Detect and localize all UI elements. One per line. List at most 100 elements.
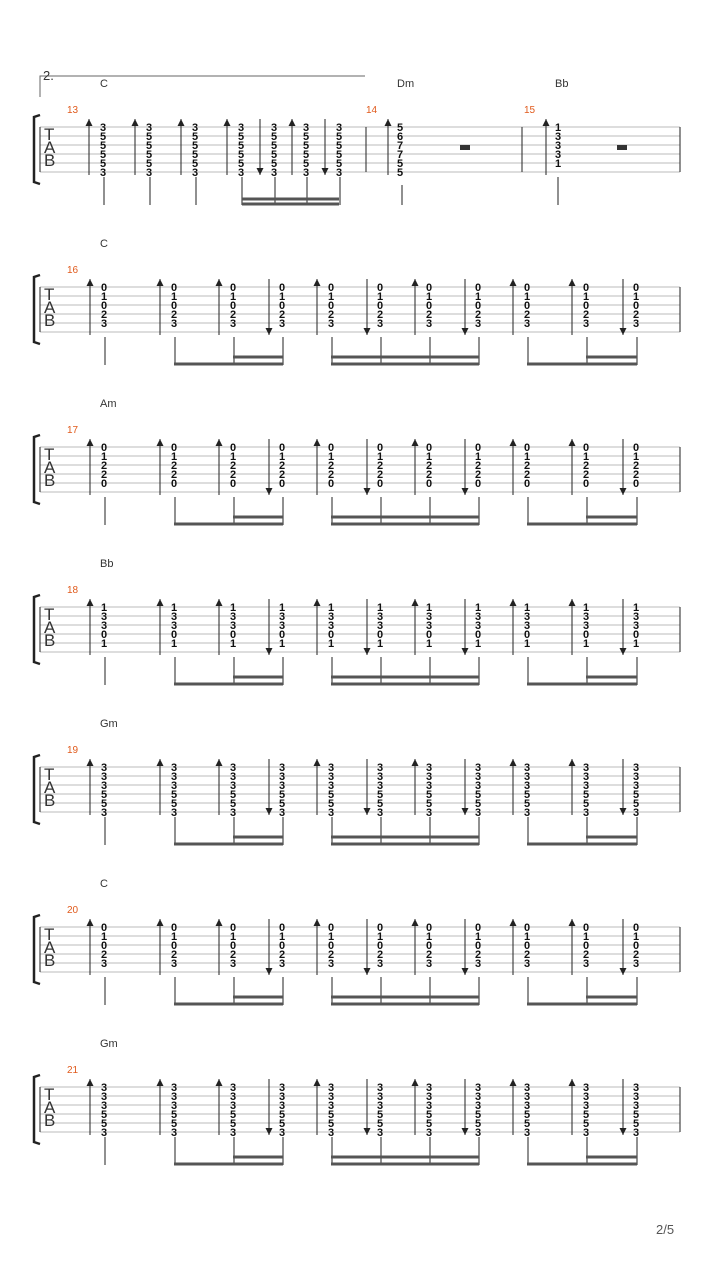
fret-number: 1 (583, 291, 589, 303)
fret-number: 3 (583, 780, 589, 792)
strum-down-arrow (265, 488, 273, 495)
fret-number: 2 (101, 309, 107, 321)
fret-number: 5 (475, 1109, 481, 1121)
fret-number: 1 (426, 931, 432, 943)
fret-number: 0 (279, 629, 285, 641)
strum-up-arrow (411, 759, 419, 766)
system-bracket (32, 913, 41, 986)
fret-number: 2 (426, 949, 432, 961)
fret-number: 3 (101, 780, 107, 792)
fret-number: 1 (101, 451, 107, 463)
fret-number: 3 (475, 611, 481, 623)
fret-number: 2 (475, 460, 481, 472)
fret-number: 3 (524, 780, 530, 792)
fret-number: 1 (377, 602, 383, 614)
strum-down-arrow (619, 808, 627, 815)
fret-number: 3 (475, 1127, 481, 1139)
strum-up-arrow (86, 759, 94, 766)
tab-clef-t: T (44, 445, 54, 464)
fret-number: 1 (377, 638, 383, 650)
measure-number: 19 (67, 745, 79, 756)
fret-number: 0 (426, 442, 432, 454)
tab-clef-a: A (44, 618, 56, 637)
fret-number: 0 (171, 940, 177, 952)
fret-number: 0 (633, 300, 639, 312)
fret-number: 0 (524, 922, 530, 934)
fret-number: 1 (230, 602, 236, 614)
fret-number: 3 (328, 1100, 334, 1112)
fret-number: 3 (426, 620, 432, 632)
strum-up-arrow (86, 279, 94, 286)
fret-number: 3 (146, 167, 152, 179)
fret-number: 3 (238, 122, 244, 134)
fret-number: 0 (230, 442, 236, 454)
fret-number: 0 (583, 442, 589, 454)
fret-number: 1 (279, 931, 285, 943)
fret-number: 3 (279, 1127, 285, 1139)
tab-clef-b: B (44, 471, 55, 490)
page-number: 2/5 (656, 1222, 675, 1237)
fret-number: 3 (171, 1082, 177, 1094)
fret-number: 2 (279, 460, 285, 472)
fret-number: 5 (303, 158, 309, 170)
strum-up-arrow (568, 439, 576, 446)
strum-down-arrow (461, 808, 469, 815)
fret-number: 1 (475, 291, 481, 303)
fret-number: 2 (475, 309, 481, 321)
fret-number: 0 (633, 478, 639, 490)
fret-number: 2 (475, 469, 481, 481)
strum-down-arrow (265, 808, 273, 815)
fret-number: 0 (279, 282, 285, 294)
fret-number: 0 (101, 940, 107, 952)
fret-number: 3 (230, 780, 236, 792)
half-rest (460, 145, 470, 150)
fret-number: 1 (524, 291, 530, 303)
fret-number: 5 (524, 789, 530, 801)
fret-number: 0 (328, 922, 334, 934)
half-rest (617, 145, 627, 150)
fret-number: 1 (101, 602, 107, 614)
fret-number: 3 (328, 1082, 334, 1094)
fret-number: 1 (475, 931, 481, 943)
fret-number: 2 (171, 460, 177, 472)
strum-up-arrow (313, 759, 321, 766)
fret-number: 5 (633, 1118, 639, 1130)
fret-number: 3 (171, 958, 177, 970)
fret-number: 5 (230, 798, 236, 810)
fret-number: 3 (328, 807, 334, 819)
fret-number: 5 (377, 798, 383, 810)
fret-number: 0 (328, 442, 334, 454)
fret-number: 1 (524, 602, 530, 614)
measure-number: 16 (67, 265, 79, 276)
fret-number: 0 (279, 478, 285, 490)
fret-number: 3 (555, 131, 561, 143)
strum-up-arrow (384, 119, 392, 126)
measure-number: 15 (524, 105, 536, 116)
fret-number: 0 (171, 282, 177, 294)
fret-number: 3 (171, 771, 177, 783)
fret-number: 3 (230, 318, 236, 330)
fret-number: 3 (230, 1091, 236, 1103)
strum-up-arrow (288, 119, 296, 126)
fret-number: 0 (377, 478, 383, 490)
fret-number: 0 (328, 282, 334, 294)
fret-number: 2 (426, 460, 432, 472)
fret-number: 3 (633, 762, 639, 774)
fret-number: 3 (101, 958, 107, 970)
strum-up-arrow (568, 919, 576, 926)
strum-down-arrow (461, 648, 469, 655)
strum-down-arrow (461, 328, 469, 335)
fret-number: 3 (192, 122, 198, 134)
fret-number: 0 (475, 478, 481, 490)
fret-number: 1 (171, 602, 177, 614)
fret-number: 3 (524, 958, 530, 970)
system-bracket (32, 1073, 41, 1146)
strum-up-arrow (215, 919, 223, 926)
fret-number: 0 (328, 478, 334, 490)
fret-number: 1 (171, 291, 177, 303)
fret-number: 3 (101, 1082, 107, 1094)
chord-name: Gm (100, 718, 118, 730)
fret-number: 2 (583, 460, 589, 472)
fret-number: 0 (101, 300, 107, 312)
